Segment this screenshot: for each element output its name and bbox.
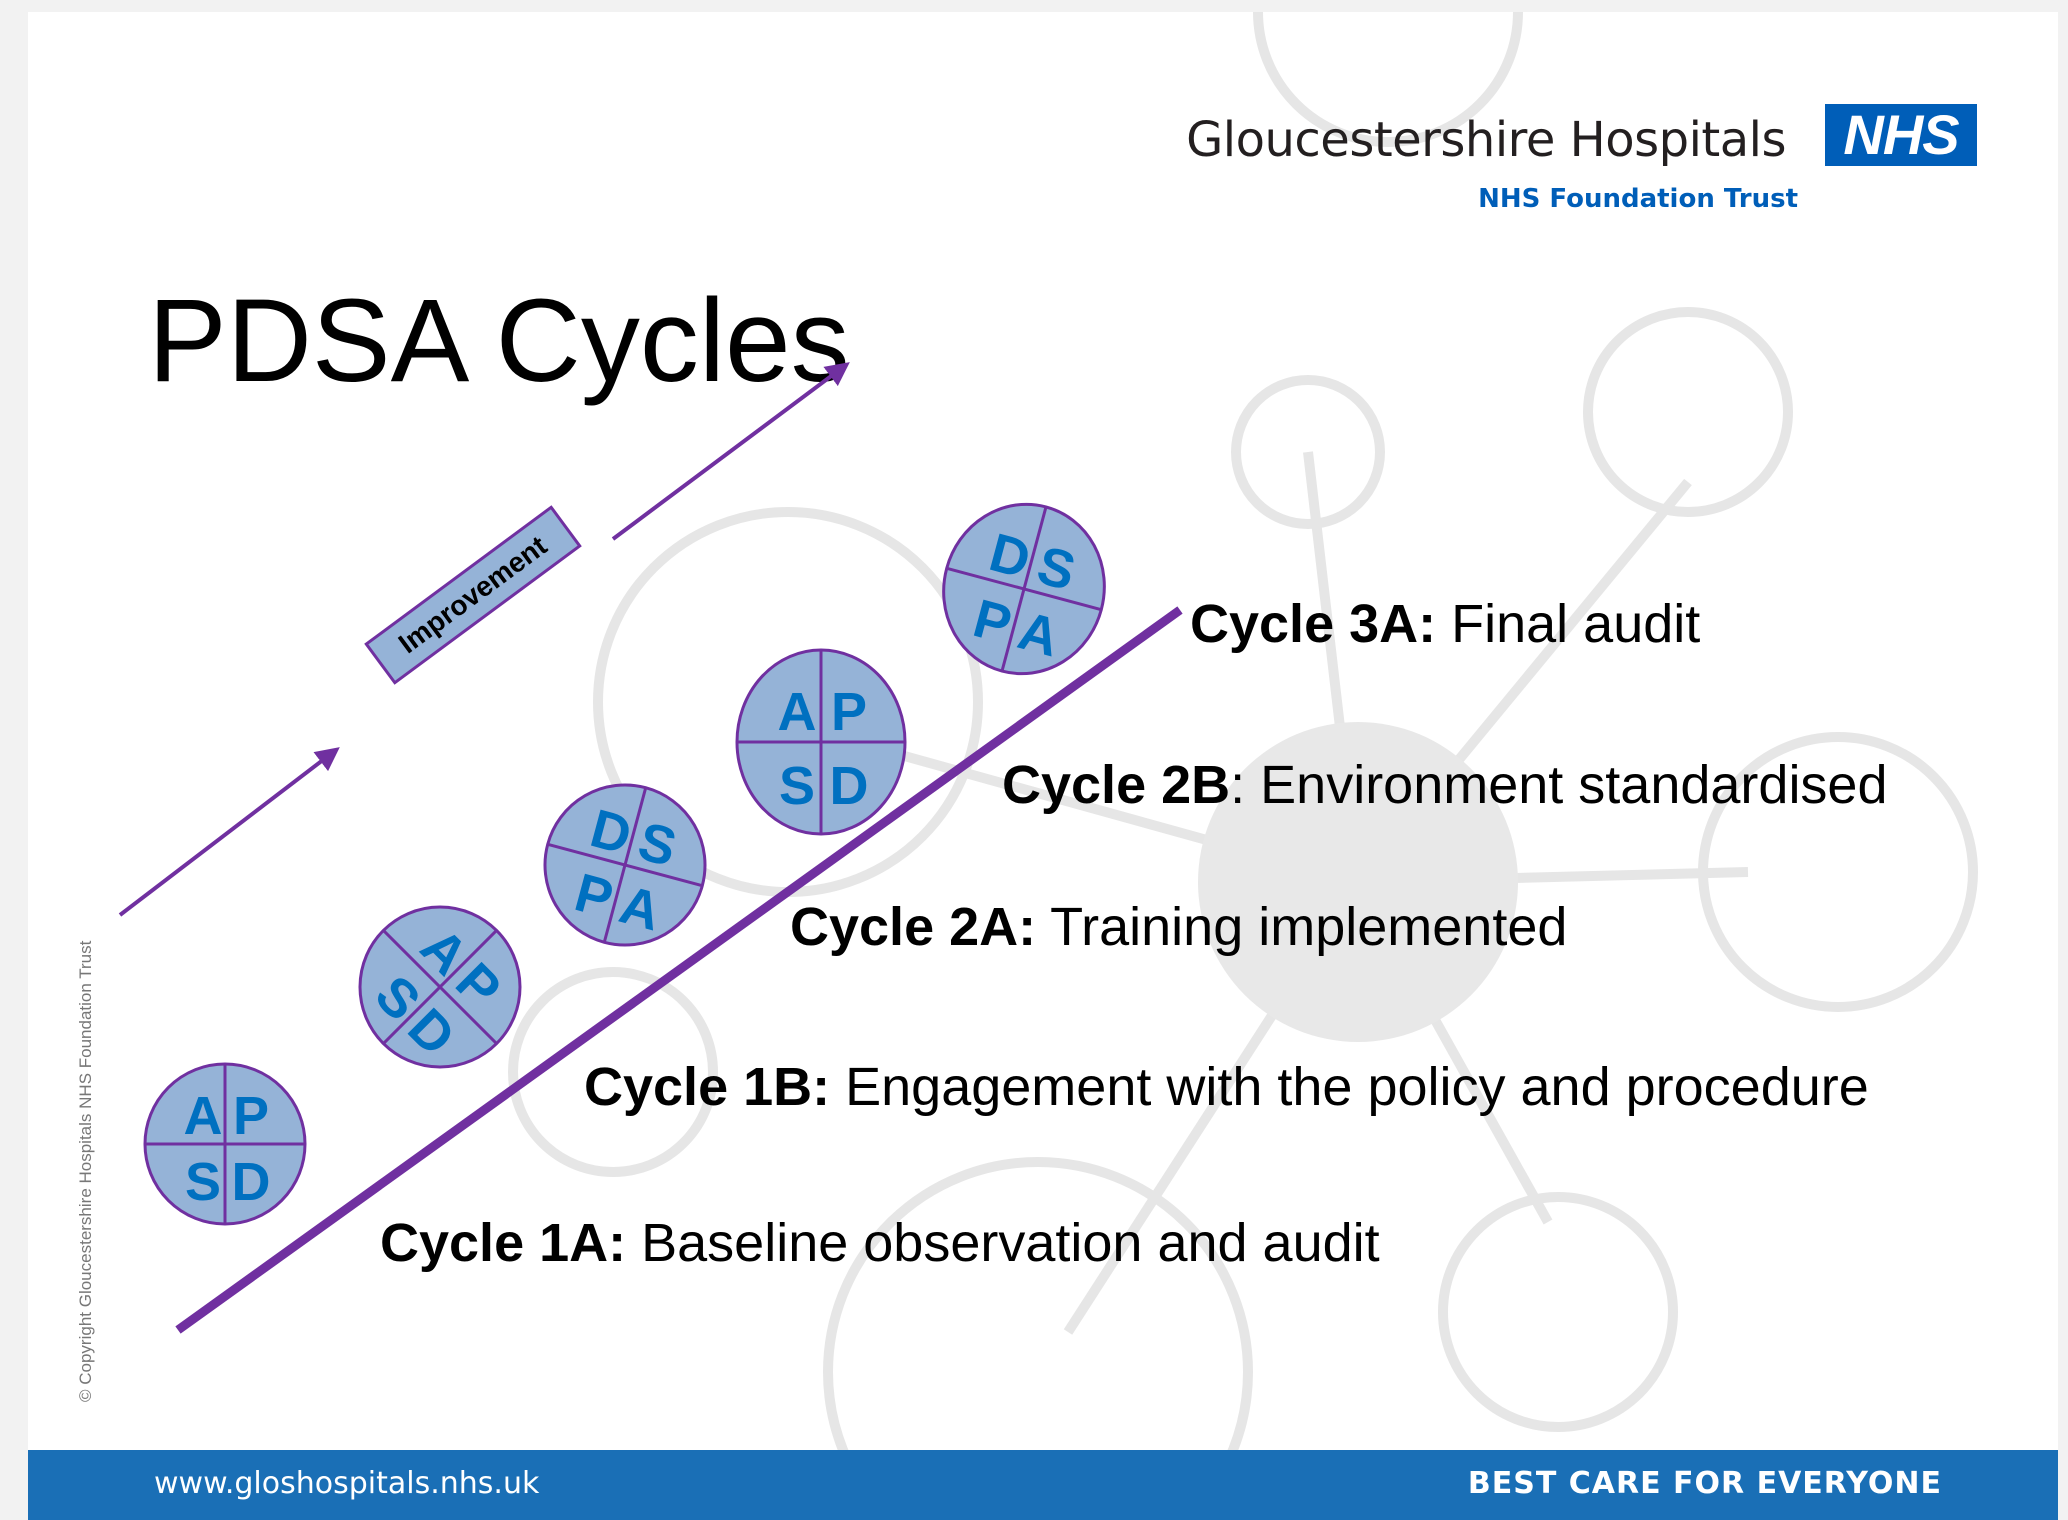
- improvement-label-box: Improvement: [364, 505, 582, 685]
- pdsa-wheel-4: A P S D: [735, 648, 907, 836]
- pdsa-wheel-5: D S P A: [942, 502, 1106, 676]
- nhs-logo: NHS: [1825, 104, 1977, 166]
- pdsa-wheel-3: D S P A: [543, 783, 707, 947]
- wheel-1-quadrant-1: A: [184, 1086, 223, 1146]
- improvement-arrow-upper: [611, 362, 850, 541]
- wheel-4-quadrant-2: P: [831, 682, 867, 742]
- cycle-2a-text: Training implemented: [1036, 897, 1568, 957]
- pdsa-wheel-2: A P S D: [358, 905, 522, 1069]
- org-name: Gloucestershire Hospitals: [1186, 112, 1786, 168]
- wheel-4-quadrant-3: S: [779, 756, 815, 816]
- copyright-notice: © Copyright Gloucestershire Hospitals NH…: [76, 940, 95, 1402]
- cycle-2a-id: Cycle 2A:: [790, 897, 1037, 957]
- improvement-arrow-lower: [118, 747, 340, 917]
- wheel-1-quadrant-3: S: [185, 1152, 221, 1212]
- cycle-2b-id: Cycle 2B: [1002, 755, 1231, 815]
- slide: Gloucestershire Hospitals NHS NHS Founda…: [28, 12, 2058, 1520]
- pdsa-wheel-1: A P S D: [143, 1062, 307, 1226]
- pdsa-diagram: Improvement A P S D A P S D: [118, 362, 1183, 1334]
- page-title: PDSA Cycles: [148, 275, 850, 407]
- cycle-1a-id: Cycle 1A:: [380, 1213, 627, 1273]
- cycle-3a-id: Cycle 3A:: [1190, 594, 1437, 654]
- footer-url: www.gloshospitals.nhs.uk: [154, 1466, 540, 1501]
- cycle-2b-label: Cycle 2B: Environment standardised: [1002, 758, 1888, 812]
- cycle-1b-text: Engagement with the policy and procedure: [830, 1057, 1869, 1117]
- cycle-2b-text: : Environment standardised: [1230, 755, 1888, 815]
- footer-tagline: BEST CARE FOR EVERYONE: [1467, 1466, 1942, 1501]
- cycle-1b-label: Cycle 1B: Engagement with the policy and…: [584, 1060, 1869, 1114]
- cycle-1a-text: Baseline observation and audit: [626, 1213, 1380, 1273]
- cycle-3a-text: Final audit: [1436, 594, 1701, 654]
- cycle-2a-label: Cycle 2A: Training implemented: [790, 900, 1567, 954]
- improvement-label: Improvement: [393, 530, 553, 660]
- wheel-1-quadrant-4: D: [232, 1152, 271, 1212]
- ramp-line: [175, 606, 1183, 1334]
- trust-name: NHS Foundation Trust: [1478, 184, 1798, 214]
- wheel-1-quadrant-2: P: [233, 1086, 269, 1146]
- cycle-3a-label: Cycle 3A: Final audit: [1190, 597, 1700, 651]
- cycle-1a-label: Cycle 1A: Baseline observation and audit: [380, 1216, 1380, 1270]
- cycle-1b-id: Cycle 1B:: [584, 1057, 831, 1117]
- wheel-4-quadrant-4: D: [830, 756, 869, 816]
- footer-bar: www.gloshospitals.nhs.uk BEST CARE FOR E…: [28, 1450, 2058, 1520]
- wheel-4-quadrant-1: A: [778, 682, 817, 742]
